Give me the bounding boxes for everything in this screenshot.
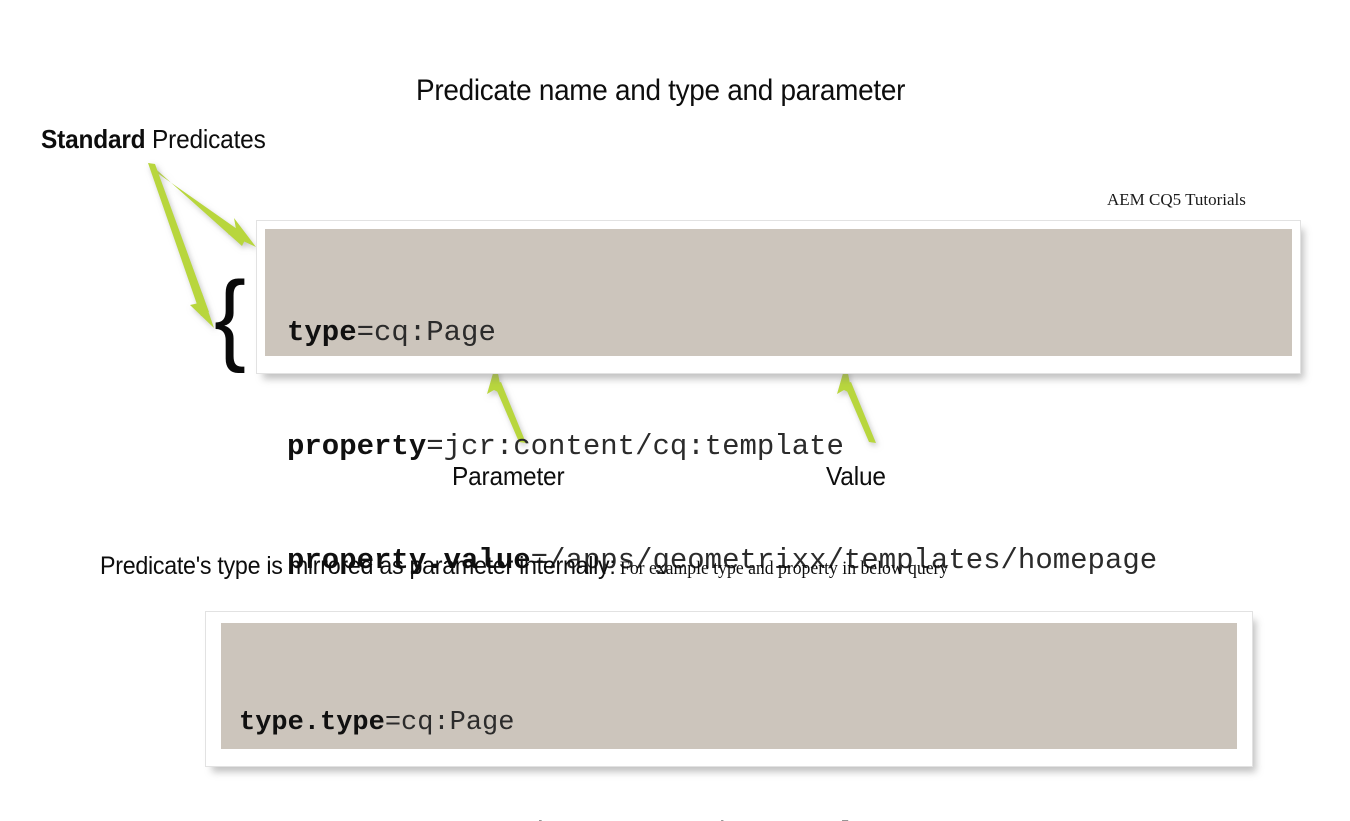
code-key: property.value xyxy=(287,544,531,577)
code-value: jcr:content/cq:template xyxy=(443,430,844,463)
code-sep: = xyxy=(356,316,375,349)
code-line: type=cq:Page xyxy=(287,314,1157,352)
code-line: type.type=cq:Page xyxy=(239,705,1049,742)
arrow-standard-to-type-icon xyxy=(149,163,256,247)
curly-brace-icon: { xyxy=(214,261,247,375)
code-block-1-lines: type=cq:Page property=jcr:content/cq:tem… xyxy=(287,238,1157,656)
code-key: type.type xyxy=(239,708,385,738)
code-sep: = xyxy=(384,708,402,738)
page-title: Predicate name and type and parameter xyxy=(416,74,906,107)
code-block-2-card: type.type=cq:Page property.property=jcr:… xyxy=(205,611,1253,821)
code-key: type xyxy=(287,316,357,349)
callout-label-value: Value xyxy=(826,461,886,491)
code-value: /apps/geometrixx/templates/homepage xyxy=(548,544,1158,577)
code-sep: = xyxy=(530,544,549,577)
code-line: property=jcr:content/cq:template xyxy=(287,428,1157,466)
arrow-standard-to-brace-icon xyxy=(148,163,214,328)
code-sep: = xyxy=(514,819,530,821)
code-value: jcr:content/cq:template xyxy=(531,819,904,821)
code-sep: = xyxy=(426,430,444,463)
watermark-text: AEM CQ5 Tutorials xyxy=(1107,190,1246,209)
code-block-1-card: type=cq:Page property=jcr:content/cq:tem… xyxy=(256,220,1301,577)
code-block-2-lines: type.type=cq:Page property.property=jcr:… xyxy=(239,631,1049,821)
mirror-note: Predicate's type is mirrored as paramete… xyxy=(100,552,948,581)
code-line: property.value=/apps/geometrixx/template… xyxy=(287,542,1157,580)
callout-label-parameter: Parameter xyxy=(452,461,565,491)
standard-predicates-bold-word: Standard xyxy=(41,124,146,154)
code-block-2-surface: type.type=cq:Page property.property=jcr:… xyxy=(221,623,1237,821)
code-value: cq:Page xyxy=(374,316,496,349)
standard-predicates-rest-word: Predicates xyxy=(145,124,266,154)
code-key: property xyxy=(287,430,427,463)
standard-predicates-label: Standard Predicates xyxy=(41,124,266,155)
code-value: cq:Page xyxy=(401,708,515,738)
code-block-1-surface: type=cq:Page property=jcr:content/cq:tem… xyxy=(265,229,1292,577)
mirror-note-headline: Predicate's type is mirrored as paramete… xyxy=(100,552,616,580)
code-key: property.property xyxy=(239,819,514,821)
code-line: property.property=jcr:content/cq:templat… xyxy=(239,816,1049,821)
mirror-note-detail: For example type and property in below q… xyxy=(615,558,949,579)
